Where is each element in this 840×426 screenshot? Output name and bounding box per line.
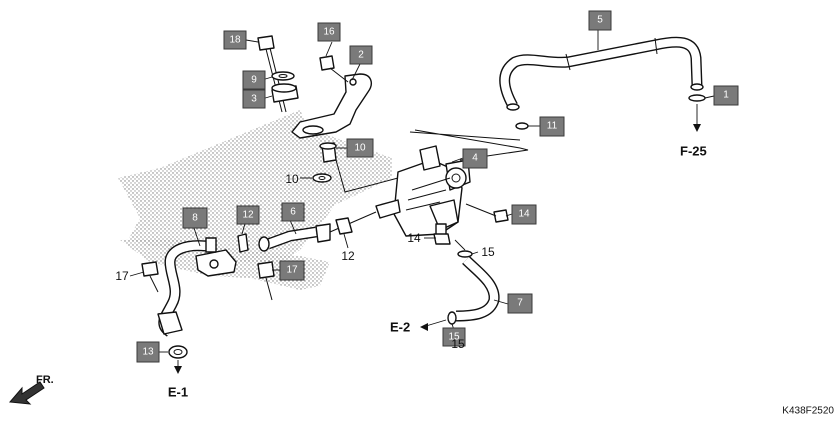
svg-text:15: 15 xyxy=(448,332,460,343)
label-12: 12 xyxy=(341,249,355,263)
part-clamp-12 xyxy=(237,217,353,253)
callout-2: 2 xyxy=(349,45,373,65)
callout-7: 7 xyxy=(507,293,533,314)
callout-10: 10 xyxy=(346,138,374,158)
ref-f25: F-25 xyxy=(680,144,707,159)
callout-3: 3 xyxy=(242,89,266,109)
part-rubber-3 xyxy=(271,83,299,103)
svg-text:1: 1 xyxy=(723,90,729,101)
callout-13: 13 xyxy=(136,341,160,363)
part-bracket-2 xyxy=(291,73,372,139)
label-10: 10 xyxy=(285,172,299,186)
svg-text:7: 7 xyxy=(517,298,523,309)
callout-5: 5 xyxy=(588,10,612,31)
callout-14: 14 xyxy=(511,204,537,225)
callout-12: 12 xyxy=(236,205,260,225)
svg-text:12: 12 xyxy=(242,210,254,221)
callout-18: 18 xyxy=(223,30,247,50)
callout-9: 9 xyxy=(242,70,266,90)
callout-8: 8 xyxy=(182,207,208,229)
part-hose-5 xyxy=(499,36,704,111)
svg-text:14: 14 xyxy=(518,209,530,220)
label-15-bottom: 15 xyxy=(451,337,465,351)
part-bolt-16 xyxy=(319,55,349,83)
callout-6: 6 xyxy=(281,202,305,222)
part-hose-6 xyxy=(266,211,377,250)
callout-15: 15 xyxy=(442,327,466,347)
label-17: 17 xyxy=(115,269,129,283)
svg-text:5: 5 xyxy=(597,15,603,26)
ref-e2: E-2 xyxy=(390,320,410,335)
callout-16: 16 xyxy=(317,22,341,42)
callout-11: 11 xyxy=(539,116,565,137)
part-clip-11 xyxy=(515,122,529,130)
label-14: 14 xyxy=(407,231,421,245)
diagram-code: K438F2520 xyxy=(782,406,834,417)
part-gasket-13 xyxy=(168,345,188,374)
svg-text:18: 18 xyxy=(229,35,241,46)
svg-text:10: 10 xyxy=(354,143,366,154)
label-15: 15 xyxy=(481,245,495,259)
svg-text:2: 2 xyxy=(358,50,364,61)
svg-text:4: 4 xyxy=(472,153,478,164)
part-air-valve-4 xyxy=(375,145,471,237)
part-bolt-17 xyxy=(141,261,275,301)
svg-text:9: 9 xyxy=(251,75,257,86)
callout-1: 1 xyxy=(713,85,739,106)
svg-text:3: 3 xyxy=(251,94,257,105)
part-pipe-8 xyxy=(157,237,237,337)
part-clip-15 xyxy=(454,239,473,258)
ref-e1: E-1 xyxy=(168,385,188,400)
part-hose-7 xyxy=(455,256,500,322)
callout-17: 17 xyxy=(279,260,305,281)
svg-text:17: 17 xyxy=(286,265,298,276)
part-collar-10 xyxy=(312,142,399,193)
front-arrow-icon: FR. xyxy=(8,374,54,405)
front-label: FR. xyxy=(36,374,54,386)
part-bolt-14 xyxy=(433,203,509,245)
svg-text:16: 16 xyxy=(323,27,335,38)
callout-4: 4 xyxy=(462,148,488,169)
svg-text:6: 6 xyxy=(290,207,296,218)
svg-text:13: 13 xyxy=(142,347,154,358)
svg-text:11: 11 xyxy=(547,121,558,132)
part-clip-1 xyxy=(688,94,706,132)
svg-text:8: 8 xyxy=(192,213,198,224)
part-washer-9 xyxy=(271,71,295,81)
